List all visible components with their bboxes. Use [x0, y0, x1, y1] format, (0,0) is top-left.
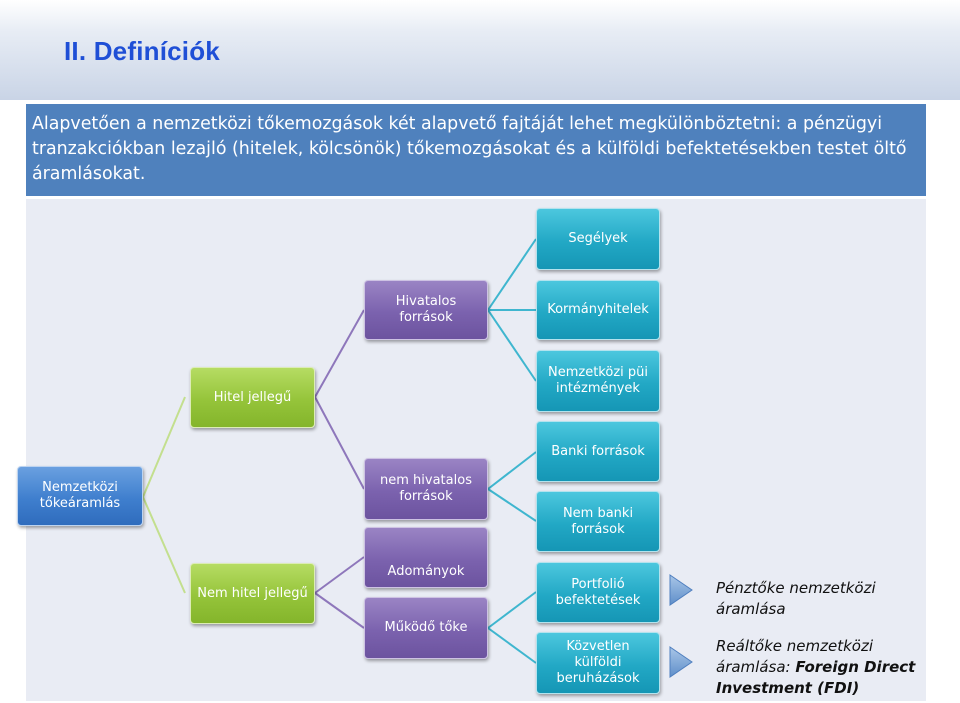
edge-hivatalos-segelyek	[487, 238, 537, 311]
node-kozvetlen: Közvetlen külföldi beruházások	[536, 632, 660, 694]
node-portfolio: Portfolió befektetések	[536, 562, 660, 623]
node-banki-label: Banki források	[551, 443, 645, 459]
node-adomanyok: Adományok	[364, 527, 488, 588]
header-band	[0, 0, 960, 100]
node-banki: Banki források	[536, 421, 660, 482]
edge-nemhivatalos-banki	[487, 451, 537, 490]
arrow-right-icon	[669, 574, 693, 606]
arrow-right-icon	[669, 646, 693, 678]
node-kozvetlen-label: Közvetlen külföldi beruházások	[556, 639, 640, 686]
node-portfolio-label: Portfolió befektetések	[555, 576, 641, 608]
fdi-note-bold: Foreign Direct Investment (FDI)	[716, 658, 916, 697]
edge-nemhivatalos-nembanki	[487, 488, 537, 522]
edge-mukodo-kozvetlen	[487, 627, 537, 664]
node-nem-banki-label: Nem banki források	[562, 505, 634, 537]
slide-title: II. Definíciók	[64, 36, 220, 66]
node-root: Nemzetközi tőkeáramlás	[17, 466, 143, 526]
node-segelyek: Segélyek	[536, 208, 660, 270]
portfolio-note: Pénztőke nemzetközi áramlása	[716, 578, 906, 620]
node-mukodo-label: Működő tőke	[384, 620, 468, 635]
node-hitel: Hitel jellegű	[190, 367, 315, 428]
node-nemzetkozi-pui: Nemzetközi püi intézmények	[536, 350, 660, 412]
node-adomanyok-label: Adományok	[387, 563, 465, 579]
node-nem-banki: Nem banki források	[536, 491, 660, 552]
edge-hitel-hivatalos	[314, 309, 365, 398]
node-segelyek-label: Segélyek	[568, 231, 628, 246]
node-mukodo: Működő tőke	[364, 597, 488, 659]
node-nem-hitel: Nem hitel jellegű	[190, 563, 315, 624]
edge-mukodo-portfolio	[487, 591, 537, 629]
edge-nemhitel-adomanyok	[314, 556, 365, 594]
intro-text: Alapvetően a nemzetközi tőkemozgások két…	[32, 114, 907, 184]
intro-box: Alapvetően a nemzetközi tőkemozgások két…	[26, 104, 926, 196]
node-hivatalos-label: Hivatalos források	[395, 294, 457, 325]
edge-root-hitel	[142, 396, 186, 498]
node-kormanyhitelek: Kormányhitelek	[536, 280, 660, 340]
edge-hitel-nemhivatalos	[314, 396, 365, 490]
fdi-note-text: Reáltőke nemzetközi áramlása:	[716, 637, 873, 676]
node-nem-hivatalos: nem hivatalos források	[364, 458, 488, 520]
fdi-note: Reáltőke nemzetközi áramlása: Foreign Di…	[716, 636, 916, 699]
edge-nemhitel-mukodo	[314, 592, 365, 629]
edge-hivatalos-pui	[487, 309, 537, 382]
edge-root-nemhitel	[142, 496, 186, 594]
node-hivatalos: Hivatalos források	[364, 280, 488, 340]
node-nemzetkozi-pui-label: Nemzetközi püi intézmények	[548, 365, 648, 396]
node-nem-hitel-label: Nem hitel jellegű	[197, 585, 308, 601]
node-hitel-label: Hitel jellegű	[213, 389, 292, 405]
node-nem-hivatalos-label: nem hivatalos források	[380, 473, 472, 504]
node-root-label: Nemzetközi tőkeáramlás	[39, 480, 121, 511]
portfolio-note-text: Pénztőke nemzetközi áramlása	[716, 579, 876, 618]
node-kormanyhitelek-label: Kormányhitelek	[547, 302, 649, 317]
